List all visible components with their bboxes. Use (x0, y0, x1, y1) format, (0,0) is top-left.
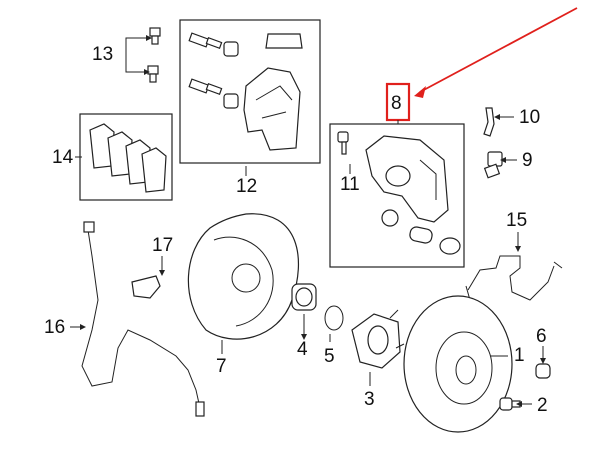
label-13: 13 (92, 44, 113, 65)
caliper-icon (365, 135, 461, 255)
label-4: 4 (297, 339, 308, 360)
caliper-box (329, 123, 465, 268)
brake-rotor-icon (403, 295, 513, 433)
guide-pin-icon (188, 32, 303, 109)
highlight-arrowhead (414, 86, 426, 98)
bolt-icon-13 (125, 27, 161, 83)
label-15: 15 (506, 210, 527, 231)
label-7: 7 (216, 356, 227, 377)
label-10: 10 (519, 107, 540, 128)
label-2: 2 (537, 395, 548, 416)
label-8: 8 (391, 93, 402, 114)
label-6: 6 (536, 326, 547, 347)
label-9: 9 (522, 150, 533, 171)
wheel-hub-icon (351, 309, 405, 369)
sensor-bracket-icon (131, 275, 161, 299)
dust-shield-icon (187, 213, 300, 340)
label-5: 5 (324, 346, 335, 367)
fitting-icon-9 (483, 151, 503, 179)
abs-sensor-wire-icon (81, 221, 205, 417)
label-12: 12 (236, 176, 257, 197)
brake-pads-icon (89, 123, 167, 193)
clip-icon-10 (483, 107, 495, 137)
label-11: 11 (340, 174, 360, 195)
label-1: 1 (514, 345, 525, 366)
label-3: 3 (364, 389, 375, 410)
label-17: 17 (152, 235, 173, 256)
bleeder-bolt-icon (337, 131, 349, 155)
pin-bracket-box (179, 19, 321, 164)
label-14: 14 (52, 147, 74, 168)
label-16: 16 (44, 317, 65, 338)
wheel-bearing-icon (291, 283, 317, 311)
nut-icon-6 (535, 363, 551, 379)
caliper-bracket-icon (243, 67, 301, 151)
brake-hose-icon (465, 255, 563, 301)
highlight-arrow (419, 7, 578, 93)
snap-ring-icon (324, 305, 344, 331)
